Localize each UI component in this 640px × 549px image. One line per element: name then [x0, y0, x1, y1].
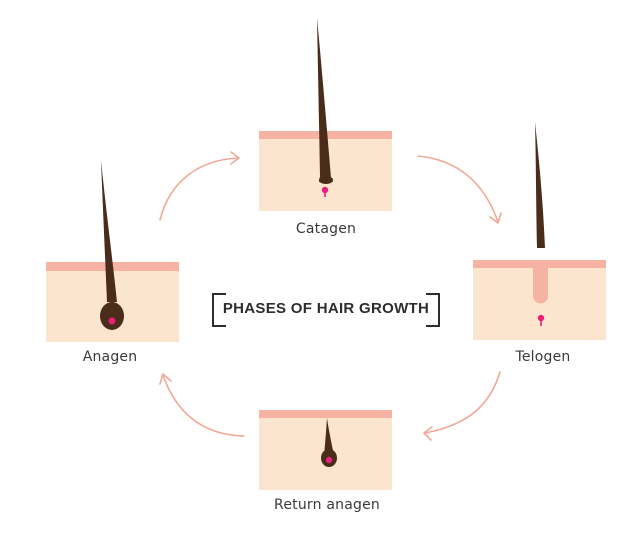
title-bracket-left [212, 293, 226, 327]
stage-label-telogen: Telogen [515, 349, 571, 365]
arrow-catagen-to-telogen [417, 155, 502, 224]
catagen-hair [317, 18, 333, 182]
telogen-illustration [473, 122, 606, 340]
return-anagen-epidermis [259, 410, 392, 418]
return-anagen-illustration [259, 410, 392, 490]
telogen-hair [535, 122, 545, 248]
catagen-root [319, 176, 333, 184]
anagen-papilla [108, 317, 116, 325]
stage-label-anagen: Anagen [82, 349, 138, 365]
arrow-return-anagen-to-anagen [159, 373, 245, 437]
return-anagen-papilla [325, 456, 333, 464]
arrow-telogen-to-return-anagen [423, 371, 501, 441]
telogen-follicle [533, 268, 549, 304]
anagen-illustration [46, 160, 179, 342]
telogen-epidermis [473, 260, 606, 268]
diagram-title: PHASES OF HAIR GROWTH [222, 300, 430, 317]
anagen-bulb [100, 302, 124, 330]
return-anagen-hair [324, 418, 334, 456]
arrow-anagen-to-catagen [159, 151, 240, 221]
catagen-illustration [259, 18, 392, 211]
anagen-hair [101, 160, 117, 302]
stage-label-return-anagen: Return anagen [274, 497, 380, 513]
stage-label-catagen: Catagen [295, 221, 357, 237]
title-frame: PHASES OF HAIR GROWTH [212, 293, 440, 327]
title-bracket-right [426, 293, 440, 327]
